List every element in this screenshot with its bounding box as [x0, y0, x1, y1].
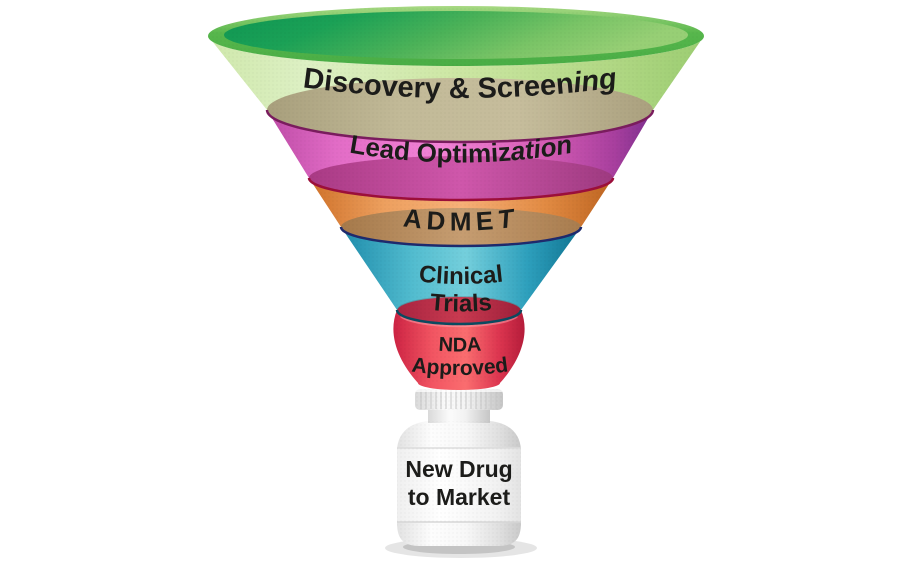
stage-label-admet: ADMET: [402, 202, 521, 236]
stage-label-clinical-trials-line2: Trials: [429, 289, 493, 318]
bottle-neck: [428, 408, 490, 423]
stage-label-nda-line2: Approved: [411, 353, 510, 380]
stage-label-nda-line1: NDA: [438, 334, 482, 357]
stage-label-clinical-trials-line1: Clinical: [418, 261, 504, 290]
bottle-label-line1: New Drug: [405, 456, 512, 482]
bottle-label-line2: to Market: [408, 484, 511, 510]
